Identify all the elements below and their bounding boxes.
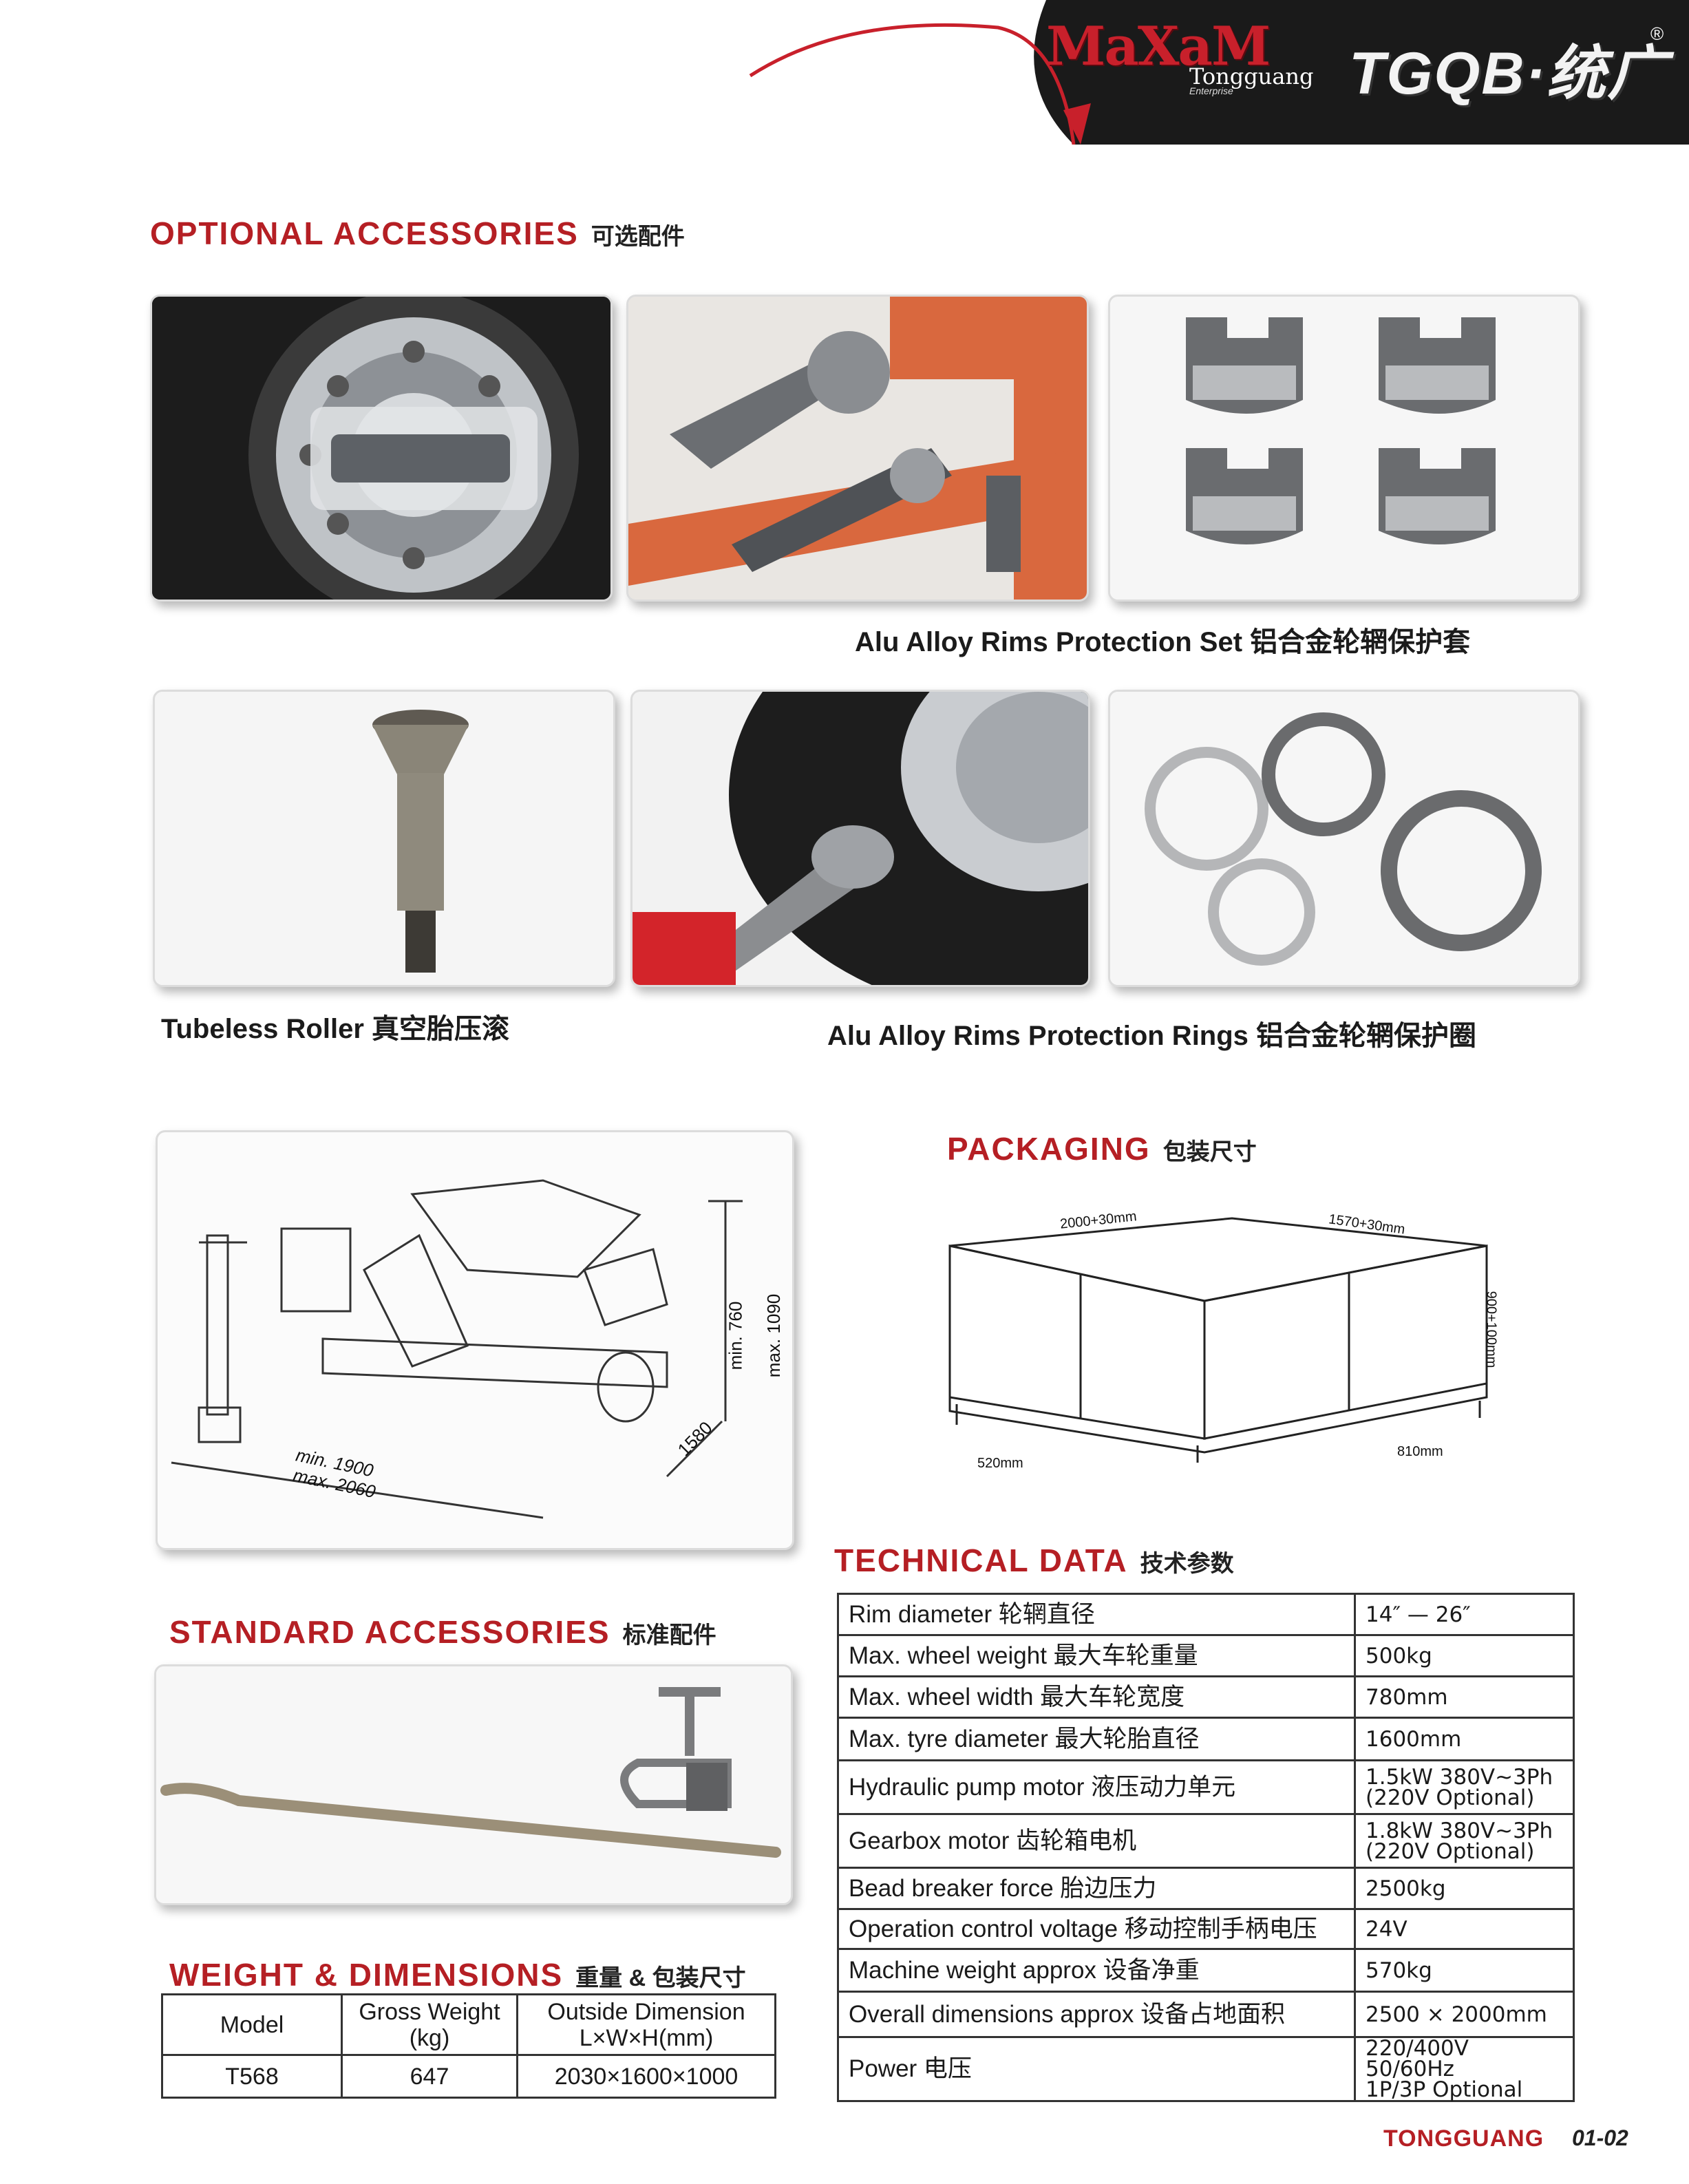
cell-gross-weight: 647 [341,2054,518,2099]
caption-rims-protection-rings: Alu Alloy Rims Protection Rings 铝合金轮辋保护圈 [827,1021,1477,1051]
photo-protection-set [1108,295,1580,602]
protection-rings-illustration [1110,692,1578,985]
optional-accessories-title-cn: 可选配件 [591,224,685,250]
weight-dimensions-title-cn: 重量 & 包装尺寸 [575,1965,746,1991]
pack-dim-height: 900+100mm [1483,1291,1499,1368]
caption-rims-protection-set: Alu Alloy Rims Protection Set 铝合金轮辋保护套 [855,627,1471,657]
registered-mark: ® [1650,23,1664,44]
header-gross-weight: Gross Weight (kg) [341,1993,518,2056]
caption-tubeless-roller: Tubeless Roller 真空胎压滚 [161,1014,510,1044]
header-background [749,0,1689,145]
spec-label: Max. wheel weight 最大车轮重量 [837,1634,1356,1677]
protection-set-illustration [1110,297,1578,600]
wheel-clamp-illustration [152,297,610,600]
weight-dimensions-title-en: WEIGHT & DIMENSIONS [169,1957,564,1993]
spec-label: Power 电压 [837,2036,1356,2102]
machine-dimension-drawing: min. 760 max. 1090 1580 min. 1900 max. 2… [156,1130,794,1550]
spec-label: Machine weight approx 设备净重 [837,1948,1356,1993]
dim-min-760: min. 760 [725,1301,746,1370]
photo-roller-on-wheel [630,690,1090,987]
tubeless-roller-illustration [155,692,613,985]
pack-dim-520: 520mm [977,1456,1023,1471]
brand-logo-maxam: MaXaM [1046,15,1271,78]
header-outside-dimension: Outside Dimension L×W×H(mm) [516,1993,776,2056]
pack-dim-810: 810mm [1397,1444,1443,1459]
spec-value: 220/400V 50/60Hz 1P/3P Optional [1354,2036,1575,2102]
optional-accessories-title: OPTIONAL ACCESSORIES 可选配件 [150,215,685,252]
machine-line-drawing [171,1179,743,1519]
spec-label: Bead breaker force 胎边压力 [837,1867,1356,1910]
brand-logo-tgqb: TGQB·统广 [1349,41,1668,107]
header-band: MaXaM Tongguang Enterprise TGQB·统广 ® [0,0,1689,145]
technical-data-title: TECHNICAL DATA 技术参数 [834,1542,1234,1579]
spec-label: Max. tyre diameter 最大轮胎直径 [837,1717,1356,1761]
spec-label: Rim diameter 轮辋直径 [837,1593,1356,1636]
spec-value: 2500 × 2000mm [1354,1991,1575,2038]
spec-label: Operation control voltage 移动控制手柄电压 [837,1908,1356,1950]
spec-value: 14″ — 26″ [1354,1593,1575,1636]
packaging-drawing: 2000+30mm 1570+30mm 900+100mm 520mm 810m… [943,1184,1514,1473]
header-model: Model [161,1993,343,2056]
spec-value: 24V [1354,1908,1575,1950]
cell-outside-dimension: 2030×1600×1000 [516,2054,776,2099]
packaging-title-cn: 包装尺寸 [1162,1139,1257,1165]
standard-accessories-title-cn: 标准配件 [622,1622,716,1648]
spec-value: 2500kg [1354,1867,1575,1910]
packaging-title-en: PACKAGING [947,1131,1151,1167]
spec-value: 570kg [1354,1948,1575,1993]
photo-standard-accessories [154,1664,793,1905]
brand-logo-enterprise: Enterprise [1189,85,1233,96]
page-number: 01-02 [1572,2125,1628,2150]
packaging-title: PACKAGING 包装尺寸 [947,1130,1257,1167]
brand-logo-tongguang: Tongguang [1189,63,1314,89]
photo-protection-rings [1108,690,1580,987]
photo-machine-arm [626,295,1089,602]
standard-accessories-title: STANDARD ACCESSORIES 标准配件 [169,1613,716,1651]
table-row: T568 647 2030×1600×1000 [161,2054,776,2099]
spec-value: 780mm [1354,1675,1575,1719]
photo-tubeless-roller [153,690,615,987]
dim-max-1090: max. 1090 [763,1293,785,1378]
spec-value: 1600mm [1354,1717,1575,1761]
spec-label: Overall dimensions approx 设备占地面积 [837,1991,1356,2038]
standard-accessories-title-en: STANDARD ACCESSORIES [169,1614,610,1650]
weight-dimensions-title: WEIGHT & DIMENSIONS 重量 & 包装尺寸 [169,1956,746,1993]
packaging-box-illustration [948,1217,1488,1463]
roller-on-wheel-illustration [633,692,1088,985]
photo-wheel-clamp [150,295,613,602]
cell-model: T568 [161,2054,343,2099]
weight-dimensions-table: Model Gross Weight (kg) Outside Dimensio… [161,1993,776,2099]
machine-arm-illustration [628,297,1087,600]
spec-label: Hydraulic pump motor 液压动力单元 [837,1759,1356,1815]
footer-brand: TONGGUANG [1383,2125,1544,2152]
spec-value: 1.5kW 380V~3Ph (220V Optional) [1354,1759,1575,1815]
spec-label: Gearbox motor 齿轮箱电机 [837,1813,1356,1869]
spec-value: 500kg [1354,1634,1575,1677]
table-header-row: Model Gross Weight (kg) Outside Dimensio… [161,1993,776,2056]
technical-data-title-cn: 技术参数 [1140,1551,1234,1577]
technical-data-title-en: TECHNICAL DATA [834,1542,1128,1578]
spec-label: Max. wheel width 最大车轮宽度 [837,1675,1356,1719]
optional-accessories-title-en: OPTIONAL ACCESSORIES [150,215,579,251]
tire-iron-illustration [156,1666,791,1903]
spec-value: 1.8kW 380V~3Ph (220V Optional) [1354,1813,1575,1869]
